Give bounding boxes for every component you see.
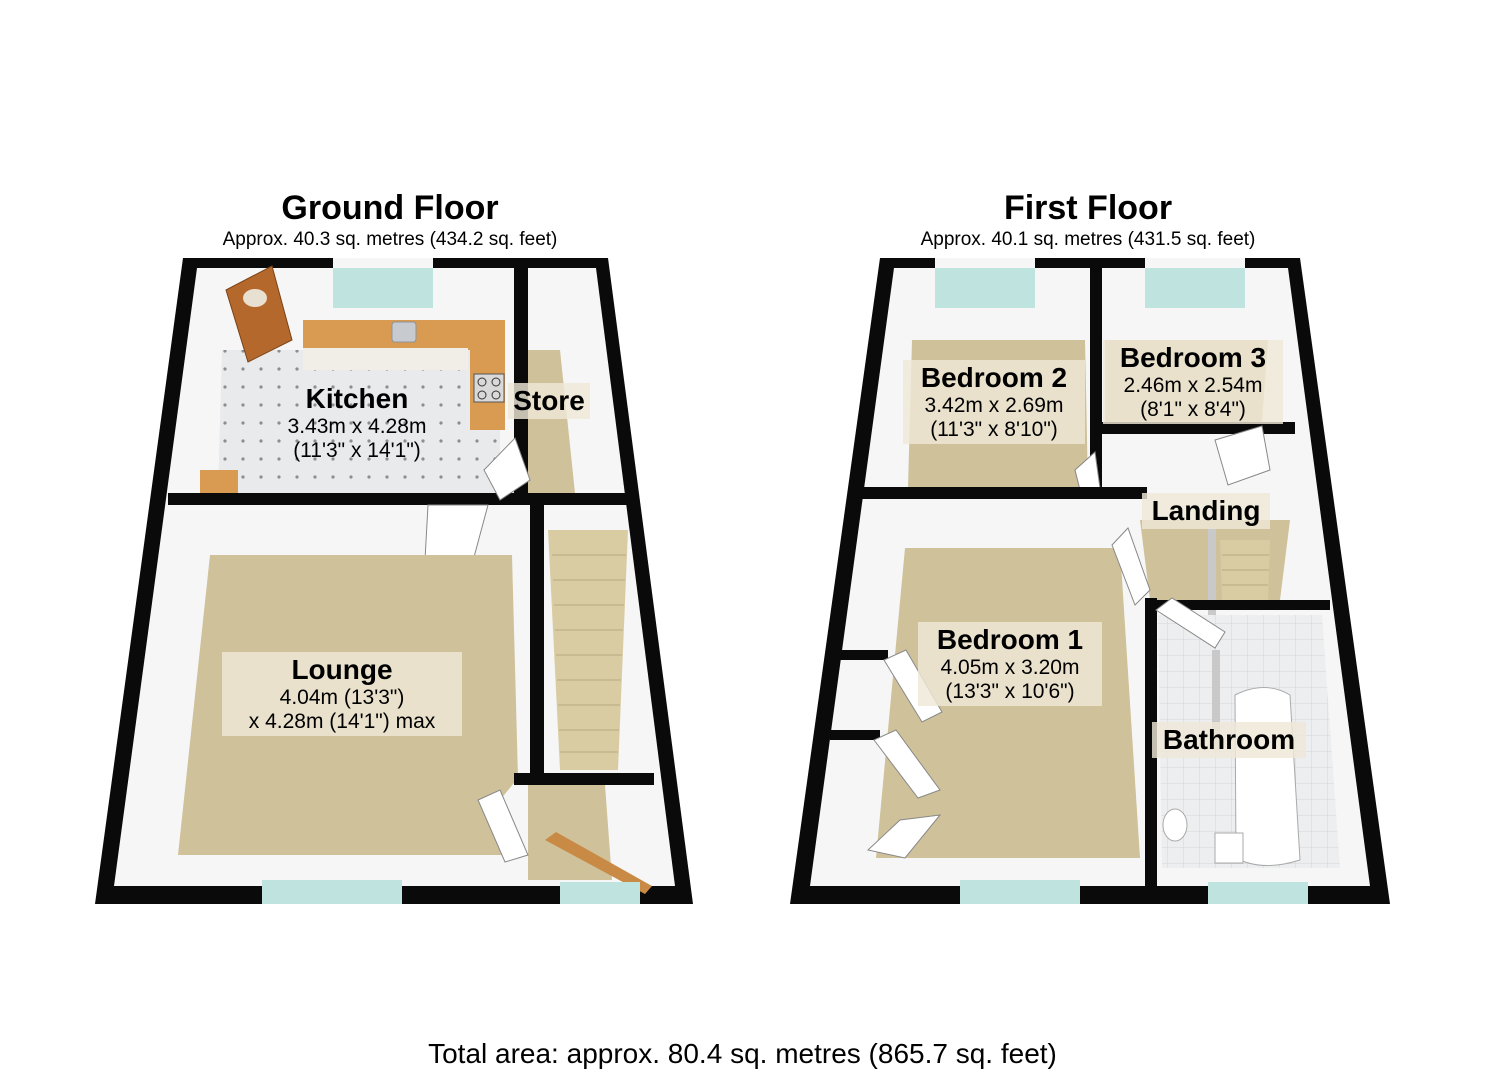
first-floor-heading: First Floor Approx. 40.1 sq. metres (431… [788,188,1388,252]
bedroom-3-window [1145,268,1245,308]
hall-wall [514,773,654,785]
bathroom-door [1155,597,1226,649]
lounge-name: Lounge [291,654,393,685]
total-area: Total area: approx. 80.4 sq. metres (865… [428,1038,1057,1069]
bedroom-1-2-wall [862,487,1147,499]
kitchen-sink [391,321,417,343]
first-floor-title: First Floor [1003,189,1173,227]
ground-floor-title: Ground Floor [281,189,499,227]
basin [1214,832,1244,864]
store-name: Store [513,385,585,416]
towel-rail [1212,650,1220,750]
kitchen-dimensions-imperial: (11'3" x 14'1") [293,439,421,463]
bedroom-1-window [960,880,1080,904]
landing-name: Landing [1151,495,1261,526]
kitchen-worktop [303,320,505,430]
kitchen-cabinets [303,348,468,370]
kitchen-dimensions-metric: 3.43m x 4.28m [287,415,427,439]
bathroom-window [1208,882,1308,904]
lounge-dimensions-width: 4.04m (13'3") [279,686,405,710]
kitchen-store-door [483,437,531,501]
ground-floor-plan [95,258,693,904]
bathroom-name: Bathroom [1162,724,1296,755]
lounge-window [262,880,402,904]
bedroom-1-dimensions-metric: 4.05m x 3.20m [940,656,1080,680]
bedroom-2-name: Bedroom 2 [920,362,1068,393]
hall-door [477,789,529,863]
ground-floor-heading: Ground Floor Approx. 40.3 sq. metres (43… [90,188,690,252]
staircase [548,530,628,770]
lounge-label: Lounge 4.04m (13'3") x 4.28m (14'1") max [222,652,462,737]
bedroom-1-label: Bedroom 1 4.05m x 3.20m (13'3" x 10'6") [918,622,1102,707]
bedroom-3-dimensions-metric: 2.46m x 2.54m [1123,374,1263,398]
bedroom-1-door [1111,527,1151,606]
landing-label: Landing [1142,493,1270,530]
bath [1234,687,1301,867]
first-floor-area: Approx. 40.1 sq. metres (431.5 sq. feet) [920,229,1256,250]
kitchen-label: Kitchen 3.43m x 4.28m (11'3" x 14'1") [262,383,452,463]
stair-wall [530,500,544,775]
bedroom-1-bathroom-wall [1145,598,1157,888]
store-label: Store [508,383,590,420]
kitchen-lounge-wall [168,493,628,505]
front-door [225,265,293,363]
ground-floor-area: Approx. 40.3 sq. metres (434.2 sq. feet) [222,229,558,250]
bedroom-2-3-wall [1090,268,1102,493]
landing-staircase [1220,540,1270,600]
bedroom-3-dimensions-imperial: (8'1" x 8'4") [1140,398,1246,422]
bedroom-2-dimensions-imperial: (11'3" x 8'10") [930,418,1058,442]
first-floor-plan [790,258,1390,904]
bedroom-2-dimensions-metric: 3.42m x 2.69m [924,394,1064,418]
toilet [1162,808,1188,842]
stair-rail [545,832,652,894]
bedroom-1-dimensions-imperial: (13'3" x 10'6") [945,680,1075,704]
hall-window [560,882,640,904]
bathroom-label: Bathroom [1152,722,1306,759]
bedroom-3-label: Bedroom 3 2.46m x 2.54m (8'1" x 8'4") [1103,340,1283,425]
lounge-dimensions-length: x 4.28m (14'1") max [248,710,436,734]
bathroom-wall [1150,600,1330,610]
bedroom-1-name: Bedroom 1 [936,624,1084,655]
kitchen-window [333,268,433,308]
bedroom-3-name: Bedroom 3 [1119,342,1267,373]
bedroom-2-label: Bedroom 2 3.42m x 2.69m (11'3" x 8'10") [903,360,1085,445]
bedroom-3-door [1214,425,1271,486]
kitchen-name: Kitchen [305,383,409,414]
bedroom-2-window [935,268,1035,308]
